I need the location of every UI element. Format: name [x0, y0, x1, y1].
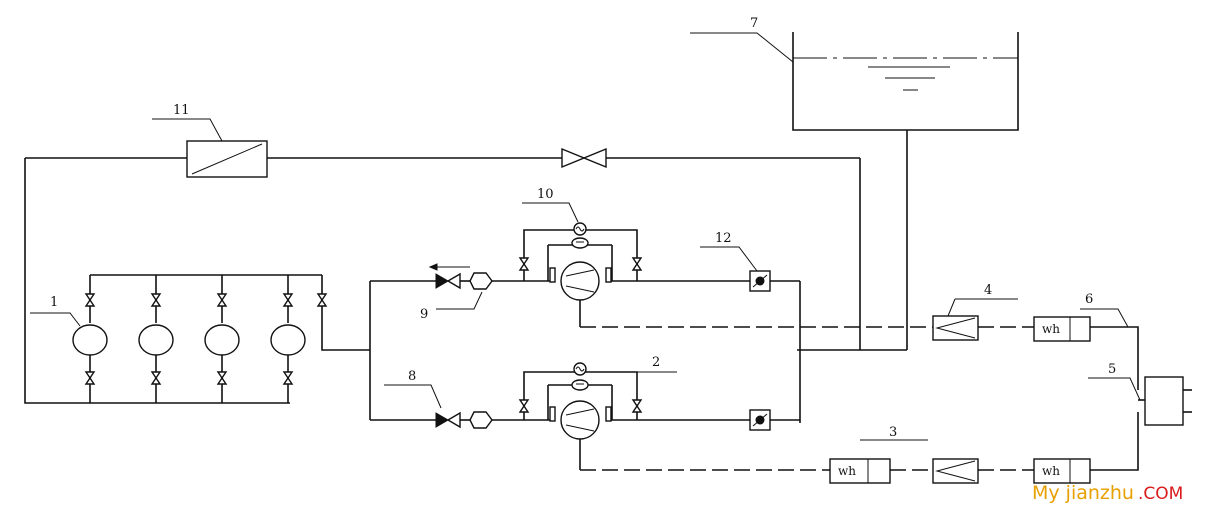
- upper-pump-branch: [428, 222, 800, 327]
- label-2: 2: [652, 355, 660, 370]
- watermark-brand: My jianzhu: [1032, 482, 1134, 504]
- controller-lower: [932, 458, 979, 484]
- energy-meter-upper: wh: [1033, 316, 1091, 342]
- label-4: 4: [984, 283, 992, 298]
- watermark-suffix: .COM: [1137, 484, 1184, 504]
- label-5: 5: [1108, 362, 1116, 377]
- controller-upper: [932, 315, 979, 341]
- control-signal-lines: [580, 326, 1034, 471]
- energy-meter-lower-left: wh: [829, 458, 891, 484]
- gate-valve: [216, 371, 228, 385]
- gate-valve: [150, 371, 162, 385]
- gate-valve: [282, 293, 294, 307]
- energy-meter-lower-right: wh: [1033, 458, 1091, 484]
- label-3: 3: [889, 425, 897, 440]
- bypass-line: [24, 157, 861, 404]
- source-unit: [204, 275, 240, 403]
- gate-valve: [316, 293, 328, 307]
- label-9: 9: [420, 307, 428, 322]
- label-12: 12: [715, 231, 732, 246]
- label-8: 8: [408, 369, 416, 384]
- label-11: 11: [173, 103, 190, 118]
- leader-lines: [30, 32, 1141, 441]
- gate-valve: [84, 371, 96, 385]
- component-labels: 7 11 10 12 1 9 2 8 3 4 6 5: [50, 16, 1116, 440]
- label-6: 6: [1085, 292, 1093, 307]
- heat-exchanger: [186, 140, 268, 178]
- gate-valve: [282, 371, 294, 385]
- source-unit: [72, 275, 108, 403]
- label-10: 10: [537, 187, 554, 202]
- lower-pump-branch: [435, 362, 800, 470]
- meter-label: wh: [838, 464, 856, 478]
- label-1: 1: [50, 295, 58, 310]
- meter-label: wh: [1042, 464, 1060, 478]
- watermark: My jianzhu.COM: [1032, 482, 1183, 504]
- source-unit: [270, 275, 306, 403]
- source-unit: [138, 275, 174, 403]
- gate-valve: [216, 293, 228, 307]
- label-7: 7: [750, 16, 758, 31]
- source-units: [72, 274, 328, 403]
- gate-valve: [84, 293, 96, 307]
- meter-label: wh: [1042, 322, 1060, 336]
- control-computer: [1090, 326, 1192, 471]
- expansion-tank: [792, 32, 1019, 350]
- main-lines: [321, 275, 907, 423]
- gate-valve: [150, 293, 162, 307]
- bypass-valve: [561, 147, 607, 169]
